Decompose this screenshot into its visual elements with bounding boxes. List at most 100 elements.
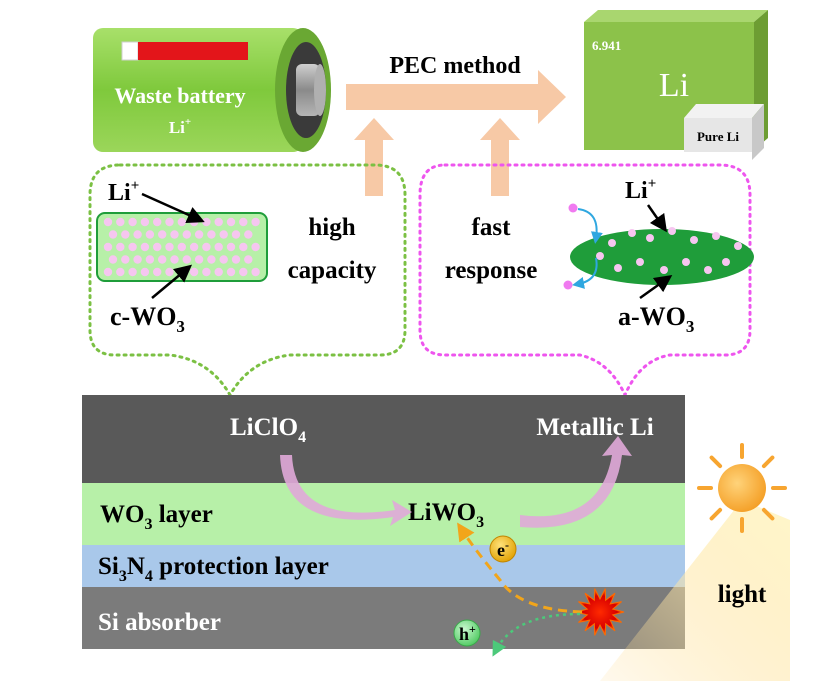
li-particle <box>116 217 125 227</box>
sun-ray <box>761 507 775 521</box>
li-particle <box>214 267 223 277</box>
li-particle <box>596 252 604 260</box>
li-particle <box>219 255 228 264</box>
element-symbol: Li <box>659 67 689 104</box>
li-particle <box>165 242 174 252</box>
li-particle <box>202 242 211 252</box>
li-particle <box>614 264 622 272</box>
li-particle <box>219 230 228 239</box>
li-particle <box>704 266 712 274</box>
li-particle <box>140 242 150 252</box>
li-particle <box>165 267 174 277</box>
pure-li-product: 6.941 Li Pure Li <box>584 10 768 160</box>
battery-terminal-tip <box>314 64 326 116</box>
li-particle <box>128 217 137 227</box>
pec-method-label: PEC method <box>389 53 521 79</box>
li-particle <box>182 255 191 264</box>
li-particle <box>722 258 730 266</box>
big-peach-arrow <box>346 70 566 124</box>
atomic-mass: 6.941 <box>592 38 621 53</box>
amorphous-particles <box>596 227 742 274</box>
hole-label: h+ <box>459 622 476 644</box>
li-particle <box>231 255 241 264</box>
li-particle <box>128 267 137 277</box>
left-up-arrow <box>354 118 394 196</box>
li-particle <box>239 242 248 252</box>
intercalation-arrow-out <box>572 257 598 289</box>
li-particle <box>170 255 179 264</box>
li-particle <box>636 258 644 266</box>
pure-li-cube-top <box>684 104 764 118</box>
wo3-layer-label: WO3 layer <box>100 501 213 533</box>
li-particle <box>140 217 150 227</box>
li-particle <box>165 217 174 227</box>
li-particle <box>202 267 211 277</box>
li-particle <box>121 255 130 264</box>
sun-icon <box>697 443 787 533</box>
crystalline-particles <box>103 217 260 277</box>
battery-title: Waste battery <box>114 83 245 108</box>
light-label: light <box>718 581 767 608</box>
li-particle <box>103 267 113 277</box>
incoming-li-dot <box>568 203 578 213</box>
li-particle <box>660 266 668 274</box>
li-particle <box>239 217 248 227</box>
li-particle <box>628 229 636 237</box>
li-particle <box>226 242 236 252</box>
response-label: response <box>445 257 538 284</box>
li-particle <box>608 239 616 247</box>
left-callout-outline <box>88 163 407 399</box>
outgoing-li-dot <box>563 280 573 290</box>
battery-terminal <box>296 64 320 116</box>
a-wo3-pointer <box>639 274 673 300</box>
electron-disk <box>489 535 517 563</box>
charge-indicator-empty <box>121 41 139 61</box>
li-particle <box>145 230 155 239</box>
li-particle <box>133 255 142 264</box>
licio4-to-liwo3-arrow <box>280 455 412 526</box>
metallic-li-label: Metallic Li <box>536 414 653 441</box>
li-particle <box>202 217 211 227</box>
electron-path <box>457 522 583 614</box>
li-particle <box>153 217 162 227</box>
li-particle <box>214 217 223 227</box>
li-particle <box>128 242 137 252</box>
fast-label: fast <box>472 214 512 241</box>
li-particle <box>182 230 191 239</box>
li-particle <box>177 242 186 252</box>
li-particle <box>189 242 199 252</box>
left-callout-bubble: Li+ c-WO3 high capacity <box>88 163 407 399</box>
li-particle <box>103 242 113 252</box>
li-particle <box>121 230 130 239</box>
li-particle <box>734 242 742 250</box>
li-particle <box>153 242 162 252</box>
charge-indicator-bar <box>138 42 248 60</box>
right-up-arrow <box>480 118 520 196</box>
high-label: high <box>308 214 355 241</box>
li-block-top <box>584 10 768 22</box>
liwo3-label: LiWO3 <box>408 499 484 531</box>
li-particle <box>158 255 167 264</box>
right-callout-bubble: Li+ a-WO3 fast response <box>418 163 754 399</box>
li-particle <box>668 227 676 235</box>
li-particle <box>226 217 236 227</box>
electron-icon: e- <box>489 535 517 563</box>
li-particle <box>189 267 199 277</box>
pure-li-cube-side <box>752 104 764 160</box>
light-beam <box>600 500 790 681</box>
liwo3-to-li-arrow <box>520 436 632 528</box>
sun-ray <box>761 455 775 469</box>
li-particle <box>140 267 150 277</box>
pure-li-cube <box>684 118 752 152</box>
li-particle <box>133 230 142 239</box>
left-li-label: Li+ <box>108 178 139 206</box>
intercalation-arrow-in <box>577 208 603 244</box>
right-li-label: Li+ <box>625 176 656 204</box>
si-absorber-label: Si absorber <box>98 609 221 636</box>
li-particle <box>239 267 248 277</box>
a-wo3-label: a-WO3 <box>618 302 694 336</box>
li-particle <box>207 255 216 264</box>
electron-label: e- <box>497 538 509 560</box>
